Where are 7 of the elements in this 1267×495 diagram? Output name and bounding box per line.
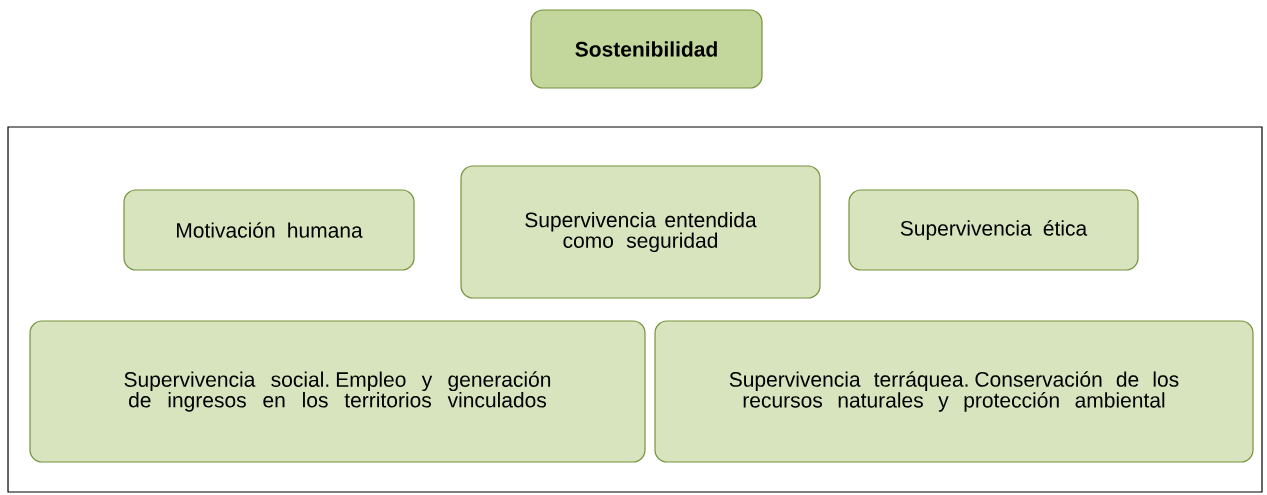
frame <box>7 126 1263 493</box>
concept-box: Supervivencia ética <box>848 189 1139 271</box>
concept-box: Supervivencia social. Empleo y generación de ingresos en los territorios vinculados <box>29 320 646 463</box>
concept-box: Supervivencia terráquea. Conservación de los recursos naturales y protección ambiental <box>654 320 1254 463</box>
title-box: Sostenibilidad <box>530 9 763 89</box>
concept-box: Motivación humana <box>123 189 415 271</box>
concept-box: Supervivencia entendida como seguridad <box>460 165 821 299</box>
